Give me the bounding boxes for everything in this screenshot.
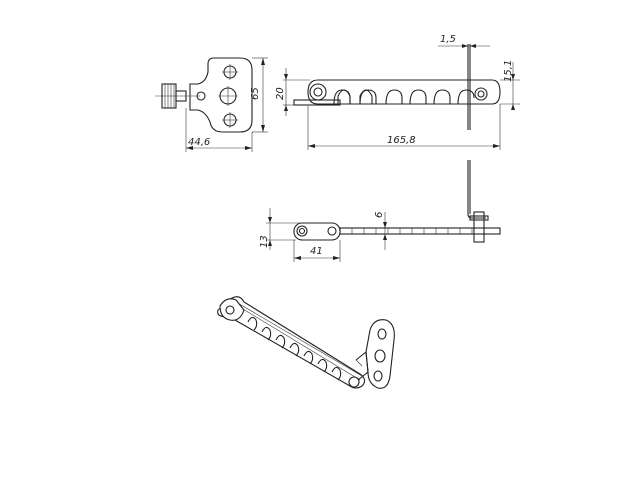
- dim-41: 41: [310, 246, 323, 257]
- dim-165-8: 165,8: [387, 135, 416, 146]
- dim-6: 6: [374, 212, 385, 218]
- side-view: 65 44,6: [155, 57, 268, 152]
- isometric-view: [217, 296, 395, 389]
- dim-20: 20: [275, 87, 286, 100]
- dim-1-5: 1,5: [440, 34, 456, 45]
- dim-15-1: 15,1: [503, 60, 514, 82]
- dim-65: 65: [250, 87, 261, 100]
- top-view: 13 6 41: [259, 160, 501, 262]
- dim-13: 13: [259, 235, 270, 248]
- dim-44-6: 44,6: [188, 137, 210, 148]
- front-view: 1,5 15,1 20 165,8: [275, 34, 520, 150]
